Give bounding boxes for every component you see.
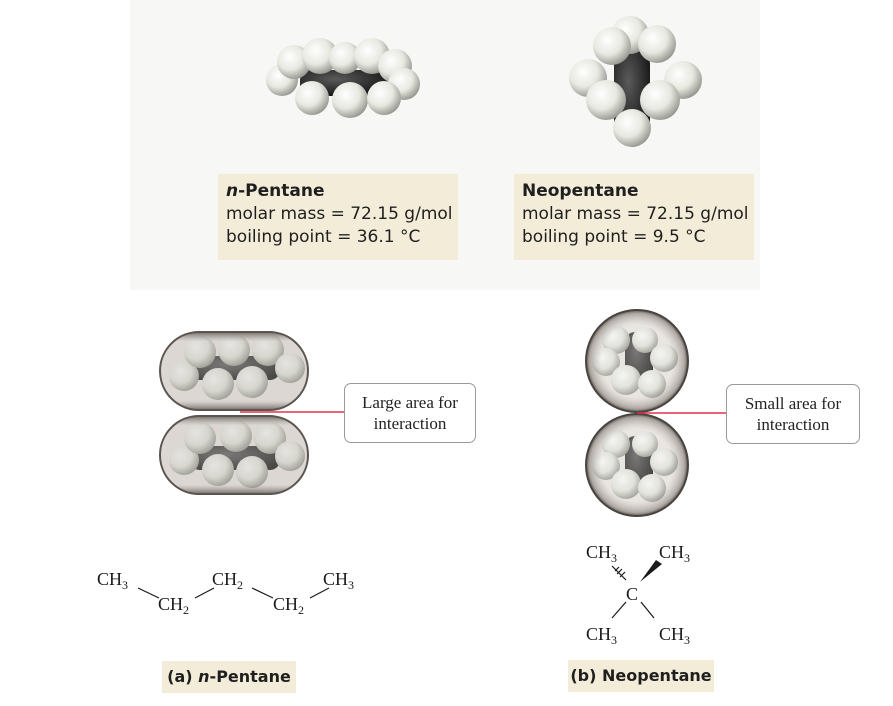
small-area-callout-line1: Small area for [744, 394, 842, 413]
formula-ch2-3: CH2 [273, 594, 304, 617]
neopentane-molar-mass: molar mass = 72.15 g/mol [522, 204, 749, 224]
small-area-callout-line2: interaction [756, 415, 830, 434]
n-pentane-title: n-Pentane [226, 181, 325, 201]
n-pentane-boiling-point: boiling point = 36.1 °C [226, 227, 421, 247]
formula-ch3-top-left: CH3 [586, 542, 617, 565]
large-area-callout-line1: Large area for [362, 393, 458, 412]
neopentane-info-box: Neopentane molar mass = 72.15 g/mol boil… [514, 174, 754, 260]
neopentane-title: Neopentane [522, 181, 639, 201]
large-area-callout: Large area for interaction [344, 383, 476, 443]
formula-central-c: C [626, 584, 638, 604]
n-pentane-top-model [266, 38, 420, 118]
formula-ch2-2: CH2 [212, 569, 243, 592]
neopentane-upper-sphere [585, 309, 689, 413]
caption-b: (b) Neopentane [568, 660, 714, 692]
formula-ch3-bottom-left: CH3 [586, 624, 617, 647]
formula-ch3-top-right: CH3 [659, 542, 690, 565]
formula-ch3-right: CH3 [323, 569, 354, 592]
formula-ch3-bottom-right: CH3 [659, 624, 690, 647]
large-area-callout-line2: interaction [373, 414, 447, 433]
n-pentane-info-box: n-Pentane molar mass = 72.15 g/mol boili… [218, 174, 458, 260]
formula-ch3-left: CH3 [97, 569, 128, 592]
neopentane-top-model [569, 16, 702, 147]
n-pentane-lower-capsule [159, 415, 309, 495]
small-area-callout: Small area for interaction [726, 384, 860, 444]
caption-a: (a) n-Pentane [162, 661, 296, 693]
neopentane-structural-formula: CH3 CH3 C CH3 CH3 [586, 542, 690, 647]
n-pentane-molar-mass: molar mass = 72.15 g/mol [226, 204, 453, 224]
n-pentane-skeletal-formula: CH3 CH2 CH2 CH2 CH3 [97, 569, 354, 617]
neopentane-lower-sphere [585, 413, 689, 517]
n-pentane-upper-capsule [159, 331, 309, 411]
neopentane-boiling-point: boiling point = 9.5 °C [522, 227, 706, 247]
formula-ch2-1: CH2 [158, 594, 189, 617]
